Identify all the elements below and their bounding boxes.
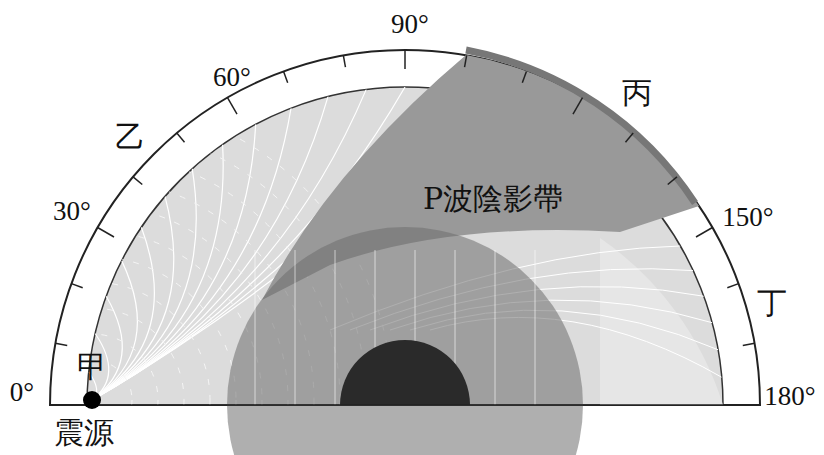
inner-core [340, 340, 470, 405]
focus-dot [83, 391, 101, 409]
core-ray [295, 250, 296, 405]
tick-mark [284, 71, 288, 82]
tick-mark [696, 228, 712, 238]
tick-mark [71, 284, 82, 288]
shadow-band [466, 50, 695, 203]
wavefront [0, 230, 262, 455]
zone-label: 丙 [622, 76, 652, 109]
wavefront [0, 256, 236, 455]
tick-mark [668, 177, 677, 185]
zone-label: 震源 [54, 416, 114, 449]
tick-mark [55, 343, 67, 345]
degree-label: 150° [722, 203, 773, 233]
zone-label: 丁 [757, 286, 787, 319]
ray-path [92, 124, 256, 400]
ray-path [92, 145, 223, 400]
tick-mark [177, 133, 185, 142]
core-rays [255, 250, 535, 405]
wavefront [0, 308, 184, 455]
core-ray [335, 250, 336, 405]
tick-mark [743, 343, 755, 345]
tick-mark [727, 284, 738, 288]
wavefront [26, 334, 158, 455]
degree-label: 0° [10, 378, 34, 408]
tick-mark [573, 98, 583, 114]
pkp-zone [600, 238, 723, 405]
tick-mark [522, 71, 526, 82]
tick-mark [404, 50, 406, 69]
degree-label: 60° [213, 63, 251, 93]
core-ray [535, 250, 536, 405]
zone-label: 乙 [115, 120, 145, 153]
outer-core [227, 227, 583, 455]
degree-label: 90° [391, 10, 429, 40]
degree-ticks [50, 50, 760, 405]
core-ray [255, 250, 256, 405]
tick-mark [133, 177, 142, 185]
zone-label: P波陰影帶 [423, 182, 563, 215]
tick-mark [625, 133, 633, 142]
tick-mark [98, 228, 114, 238]
base-line [50, 404, 760, 406]
degree-label: 180° [764, 382, 815, 412]
zone-label: 甲 [77, 350, 107, 383]
degree-label: 30° [53, 197, 91, 227]
tick-mark [465, 55, 467, 67]
tick-mark [343, 55, 345, 67]
core-ray [495, 250, 496, 405]
wavefront [0, 282, 210, 455]
tick-mark [228, 98, 238, 114]
